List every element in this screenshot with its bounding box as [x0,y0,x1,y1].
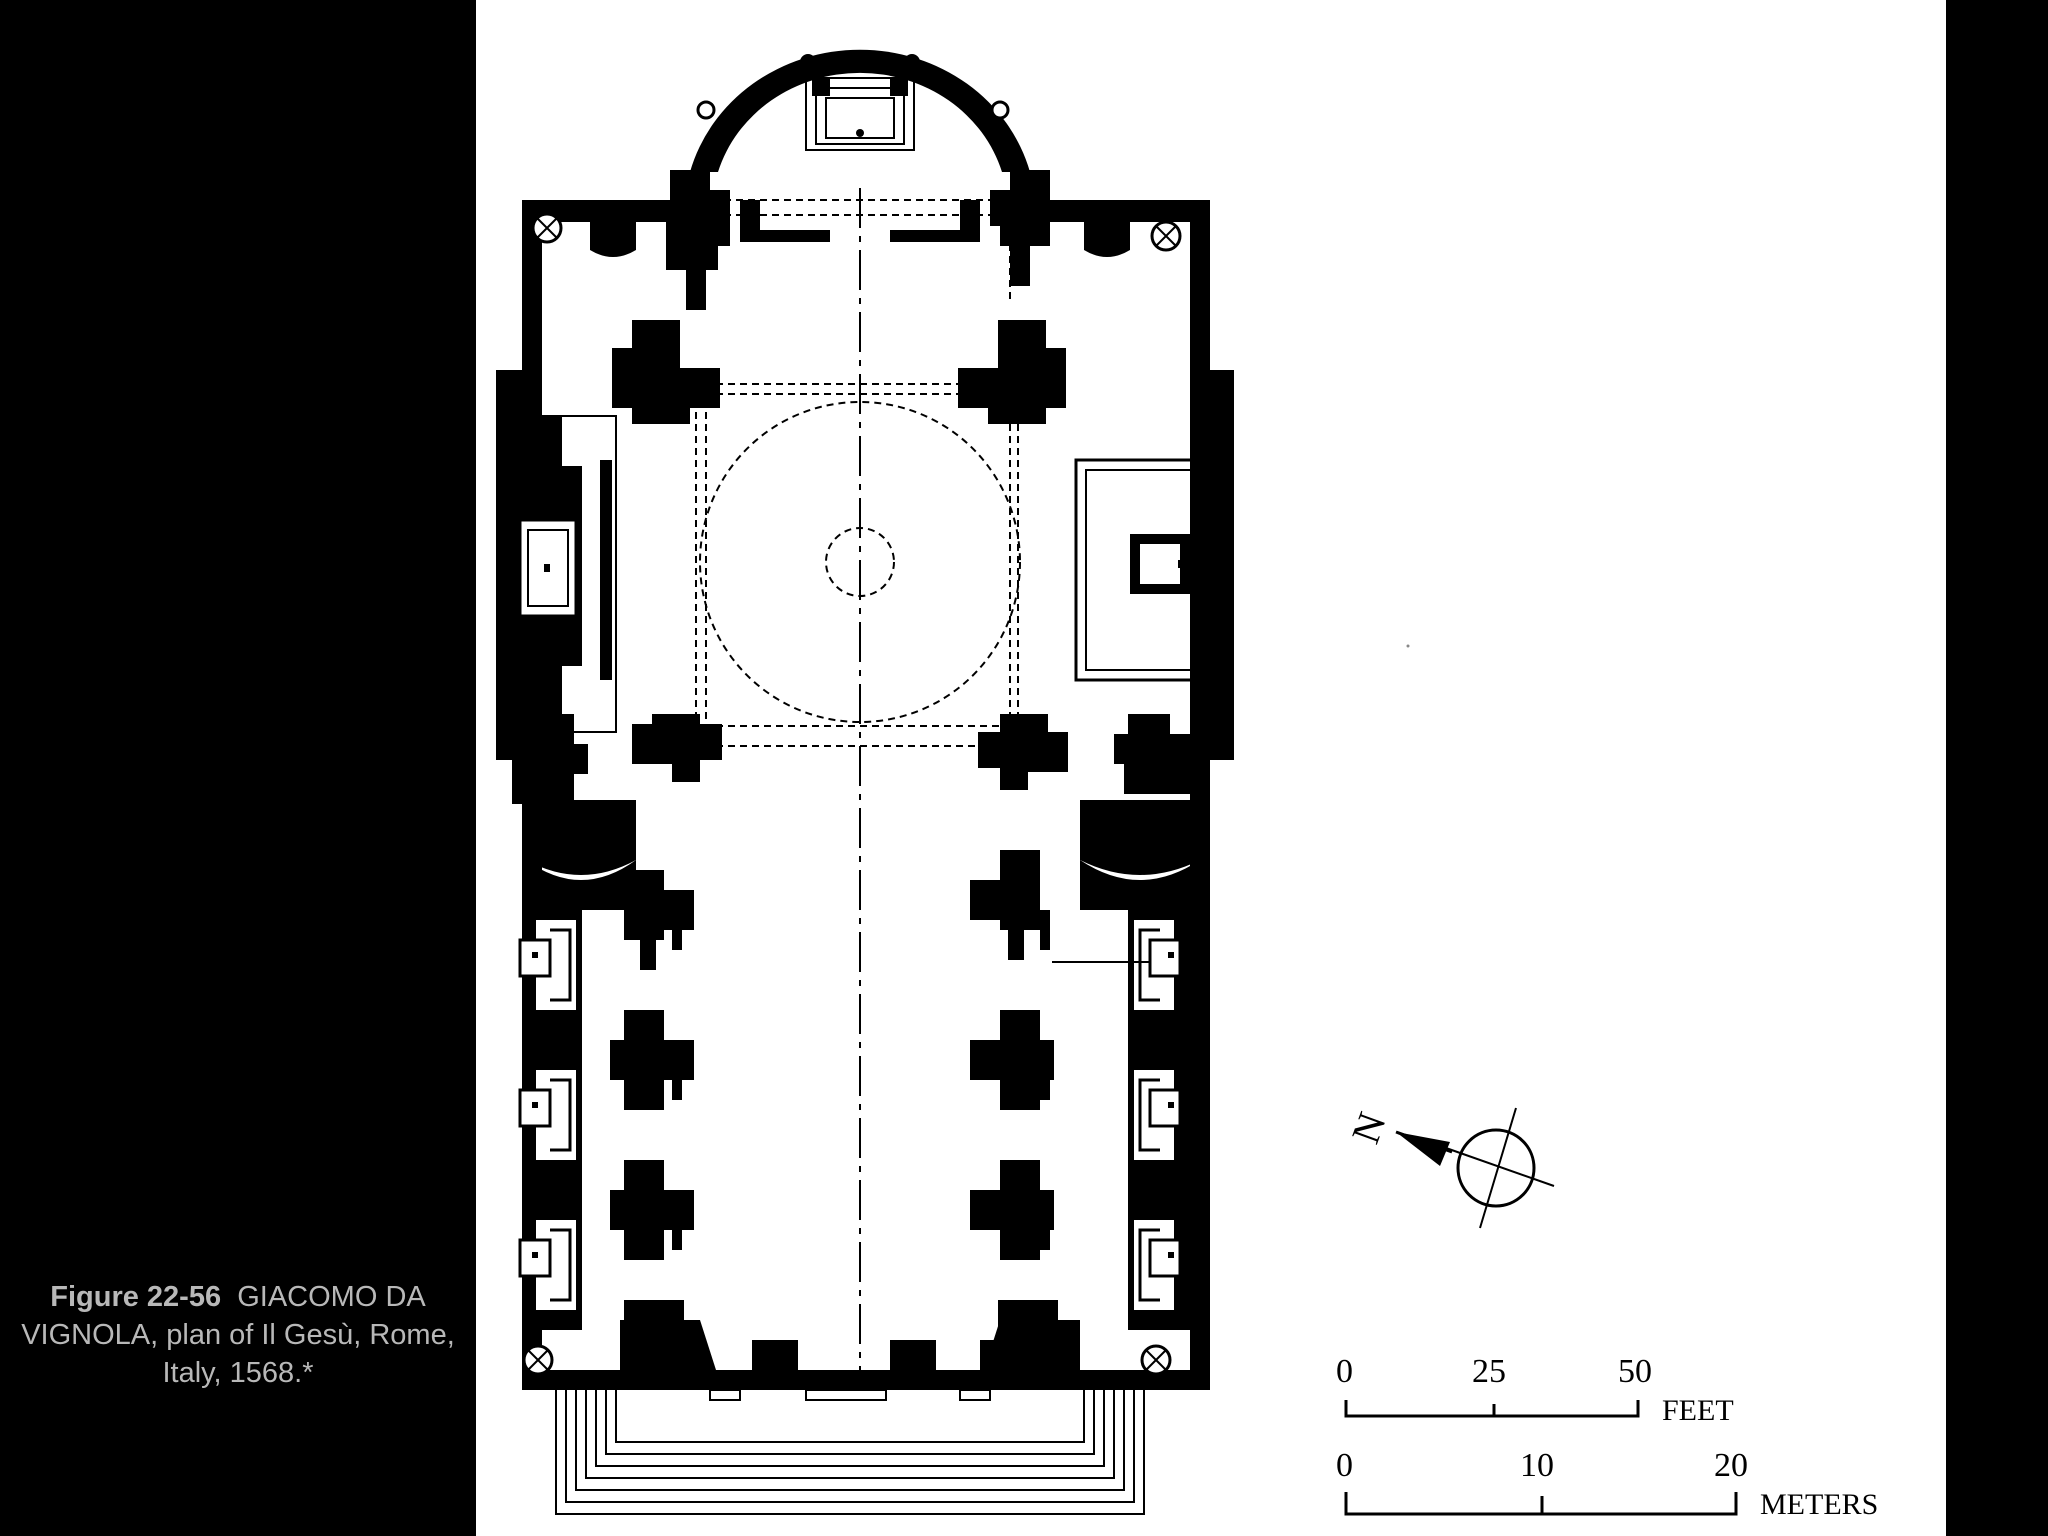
choir-rail [740,200,980,242]
crossing-dome [695,199,1021,747]
right-border [1946,0,2048,1536]
meters-unit-label: METERS [1760,1488,1878,1521]
left-transept-chapel [518,415,617,733]
nave-piers-right [970,850,1058,1370]
figure-number: Figure 22-56 [50,1281,222,1313]
right-transept-chapel [1074,416,1214,732]
entrance-steps [555,1387,1145,1515]
figure-caption: Figure 22-56 GIACOMO DA VIGNOLA, plan of… [20,1278,456,1392]
corner-stairs [522,212,1182,1376]
crossing-piers [512,170,1200,804]
caption-text: GIACOMO DA VIGNOLA, plan of Il Gesù, Rom… [21,1281,455,1389]
side-chapel [1128,1050,1198,1180]
feet-tick-label: 25 [1472,1353,1506,1390]
figure-panel: N 0 25 50 FEET 0 10 20 METERS [476,0,1946,1536]
north-arrow: N [1343,1106,1555,1229]
scale-bar-feet: 0 25 50 FEET [1336,1353,1734,1427]
side-chapel [518,1200,582,1330]
apse-side-niches [590,214,1130,257]
side-chapels-right [1128,900,1198,1330]
speck [1406,644,1410,648]
church-plan [496,49,1234,1515]
meters-tick-label: 0 [1336,1447,1353,1484]
side-chapel [1128,900,1198,1030]
side-chapel [518,1050,582,1180]
left-panel: Figure 22-56 GIACOMO DA VIGNOLA, plan of… [0,0,476,1536]
oval-chapels [526,800,1200,910]
outer-walls [496,200,1234,1390]
chapel-partitions [522,1030,1198,1200]
apse [690,49,1030,173]
feet-tick-label: 50 [1618,1353,1652,1390]
feet-unit-label: FEET [1662,1394,1734,1427]
meters-tick-label: 20 [1714,1447,1748,1484]
facade [620,1320,1080,1401]
north-label: N [1343,1106,1395,1149]
side-chapels-left [518,900,582,1330]
scale-bar-meters: 0 10 20 METERS [1336,1447,1878,1521]
feet-tick-label: 0 [1336,1353,1353,1390]
floor-plan: N 0 25 50 FEET 0 10 20 METERS [496,49,1878,1521]
meters-tick-label: 10 [1520,1447,1554,1484]
nave-piers-left [610,870,702,1370]
high-altar [805,77,915,151]
side-chapel [1128,1200,1198,1330]
side-chapel [518,900,582,1030]
